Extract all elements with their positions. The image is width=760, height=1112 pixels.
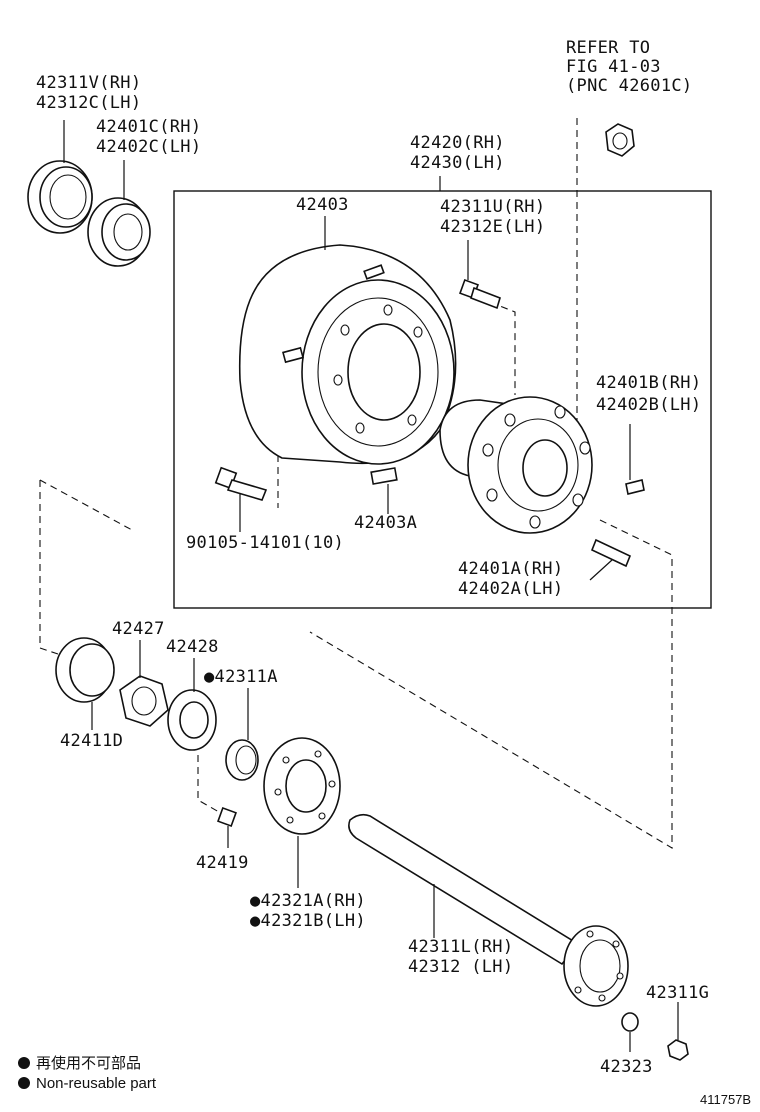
- axle-hub-42420: [439, 396, 593, 534]
- bolt-90105: [214, 466, 268, 501]
- label-42420[interactable]: 42420(RH): [410, 133, 505, 153]
- brake-drum-42403: [238, 244, 457, 465]
- label-42402A[interactable]: 42402A(LH): [458, 579, 563, 599]
- refer-line-3: (PNC 42601C): [566, 76, 692, 96]
- nut-icon: [605, 123, 635, 157]
- washer-42323: [621, 1012, 639, 1032]
- legend-bullet-icon-1: [18, 1057, 30, 1069]
- label-42311G[interactable]: 42311G: [646, 983, 709, 1003]
- label-42403[interactable]: 42403: [296, 195, 349, 215]
- label-42321B[interactable]: ●42321B(LH): [250, 911, 366, 931]
- bearing-42411D: [55, 637, 115, 703]
- stud-42401B: [625, 479, 645, 495]
- lock-nut-42427: [119, 675, 169, 727]
- diagram-code: 411757B: [700, 1092, 751, 1107]
- label-90105[interactable]: 90105-14101(10): [186, 533, 344, 553]
- screw-42419: [217, 807, 237, 827]
- bearing-cone-42401C: [87, 197, 151, 267]
- bearing-cup-42311V: [27, 160, 93, 234]
- label-42401B[interactable]: 42401B(RH): [596, 373, 701, 393]
- lock-washer-42428: [167, 689, 217, 751]
- label-42428[interactable]: 42428: [166, 637, 219, 657]
- label-42312[interactable]: 42312 (LH): [408, 957, 513, 977]
- leader-42401A: [589, 559, 613, 581]
- nut-42311G: [667, 1039, 689, 1061]
- label-42311U[interactable]: 42311U(RH): [440, 197, 545, 217]
- label-42411D[interactable]: 42411D: [60, 731, 123, 751]
- plug-42403A: [370, 467, 398, 485]
- label-42430[interactable]: 42430(LH): [410, 153, 505, 173]
- label-42321A[interactable]: ●42321A(RH): [250, 891, 366, 911]
- legend-bullet-icon-2: [18, 1077, 30, 1089]
- legend-en: Non-reusable part: [36, 1075, 157, 1092]
- label-42402B[interactable]: 42402B(LH): [596, 395, 701, 415]
- label-42311L[interactable]: 42311L(RH): [408, 937, 513, 957]
- label-42402C[interactable]: 42402C(LH): [96, 137, 201, 157]
- label-42312C[interactable]: 42312C(LH): [36, 93, 141, 113]
- label-42427[interactable]: 42427: [112, 619, 165, 639]
- label-42311V[interactable]: 42311V(RH): [36, 73, 141, 93]
- label-42311A[interactable]: ●42311A: [204, 667, 278, 687]
- label-42312E[interactable]: 42312E(LH): [440, 217, 545, 237]
- oil-seal-42311A: [225, 739, 259, 781]
- axle-shaft-42311L: [348, 813, 629, 1007]
- refer-line-2: FIG 41-03: [566, 57, 661, 77]
- label-42403A[interactable]: 42403A: [354, 513, 417, 533]
- legend-jp: 再使用不可部品: [36, 1055, 141, 1072]
- hub-bolt-42311U: [459, 279, 501, 310]
- hub-assembly-box: [173, 190, 712, 609]
- gasket-42321A: [263, 737, 341, 835]
- label-42419[interactable]: 42419: [196, 853, 249, 873]
- label-42323[interactable]: 42323: [600, 1057, 653, 1077]
- label-42401A[interactable]: 42401A(RH): [458, 559, 563, 579]
- label-42401C[interactable]: 42401C(RH): [96, 117, 201, 137]
- stud-42401A: [590, 538, 632, 568]
- refer-line-1: REFER TO: [566, 38, 650, 58]
